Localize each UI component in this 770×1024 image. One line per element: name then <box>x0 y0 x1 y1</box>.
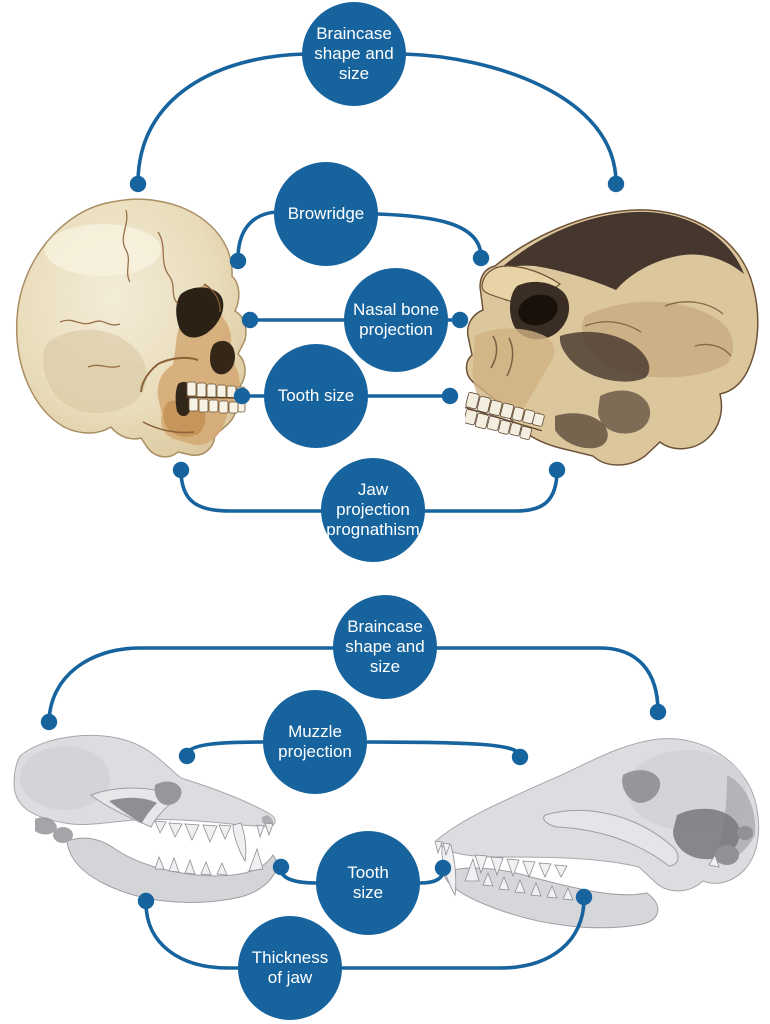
endpoint-dot <box>607 175 625 193</box>
label-braincase-top: Braincase shape and size <box>302 2 406 106</box>
connector-browridge-right <box>376 212 483 258</box>
connector-thickness <box>144 897 586 970</box>
label-tooth-size-bottom: Tooth size <box>316 831 420 935</box>
endpoint-dot <box>649 703 667 721</box>
endpoint-dot <box>40 713 58 731</box>
endpoint-dot <box>241 311 259 329</box>
connector-browridge-left <box>236 210 278 261</box>
endpoint-dot <box>129 175 147 193</box>
endpoint-dot <box>229 252 247 270</box>
connector-braincase-top-left <box>136 52 307 185</box>
human-skull-art <box>15 198 247 458</box>
endpoint-dot <box>451 311 469 329</box>
connector-muzzle-right <box>364 740 521 756</box>
endpoint-dot <box>441 387 459 405</box>
primate-skull-icon <box>465 209 759 466</box>
label-braincase-bottom: Braincase shape and size <box>333 595 437 699</box>
label-nasal-bone: Nasal bone projection <box>344 268 448 372</box>
endpoint-dot <box>434 859 452 877</box>
dog-skull-facing-left-icon <box>434 738 760 929</box>
endpoint-dot <box>178 747 196 765</box>
connector-muzzle-left <box>185 740 266 755</box>
label-browridge: Browridge <box>274 162 378 266</box>
label-jaw-projection: Jaw projection prognathism <box>321 458 425 562</box>
connector-jaw <box>179 468 559 513</box>
connector-braincase-bottom <box>47 646 660 724</box>
dog-skull-right-art <box>434 738 760 929</box>
endpoint-dot <box>575 888 593 906</box>
endpoint-dot <box>272 858 290 876</box>
endpoint-dot <box>511 748 529 766</box>
dog-skull-facing-right-icon <box>13 734 279 903</box>
endpoint-dot <box>548 461 566 479</box>
primate-skull-art <box>465 209 759 466</box>
endpoint-dot <box>137 892 155 910</box>
connector-braincase-top-right <box>401 52 618 185</box>
endpoint-dot <box>233 387 251 405</box>
human-skull-icon <box>15 198 247 458</box>
endpoint-dot <box>172 461 190 479</box>
label-tooth-size-top: Tooth size <box>264 344 368 448</box>
dog-skull-left-art <box>13 734 279 903</box>
label-muzzle: Muzzle projection <box>263 690 367 794</box>
endpoint-dot <box>472 249 490 267</box>
label-thickness-of-jaw: Thickness of jaw <box>238 916 342 1020</box>
endpoint-dots <box>40 175 667 910</box>
